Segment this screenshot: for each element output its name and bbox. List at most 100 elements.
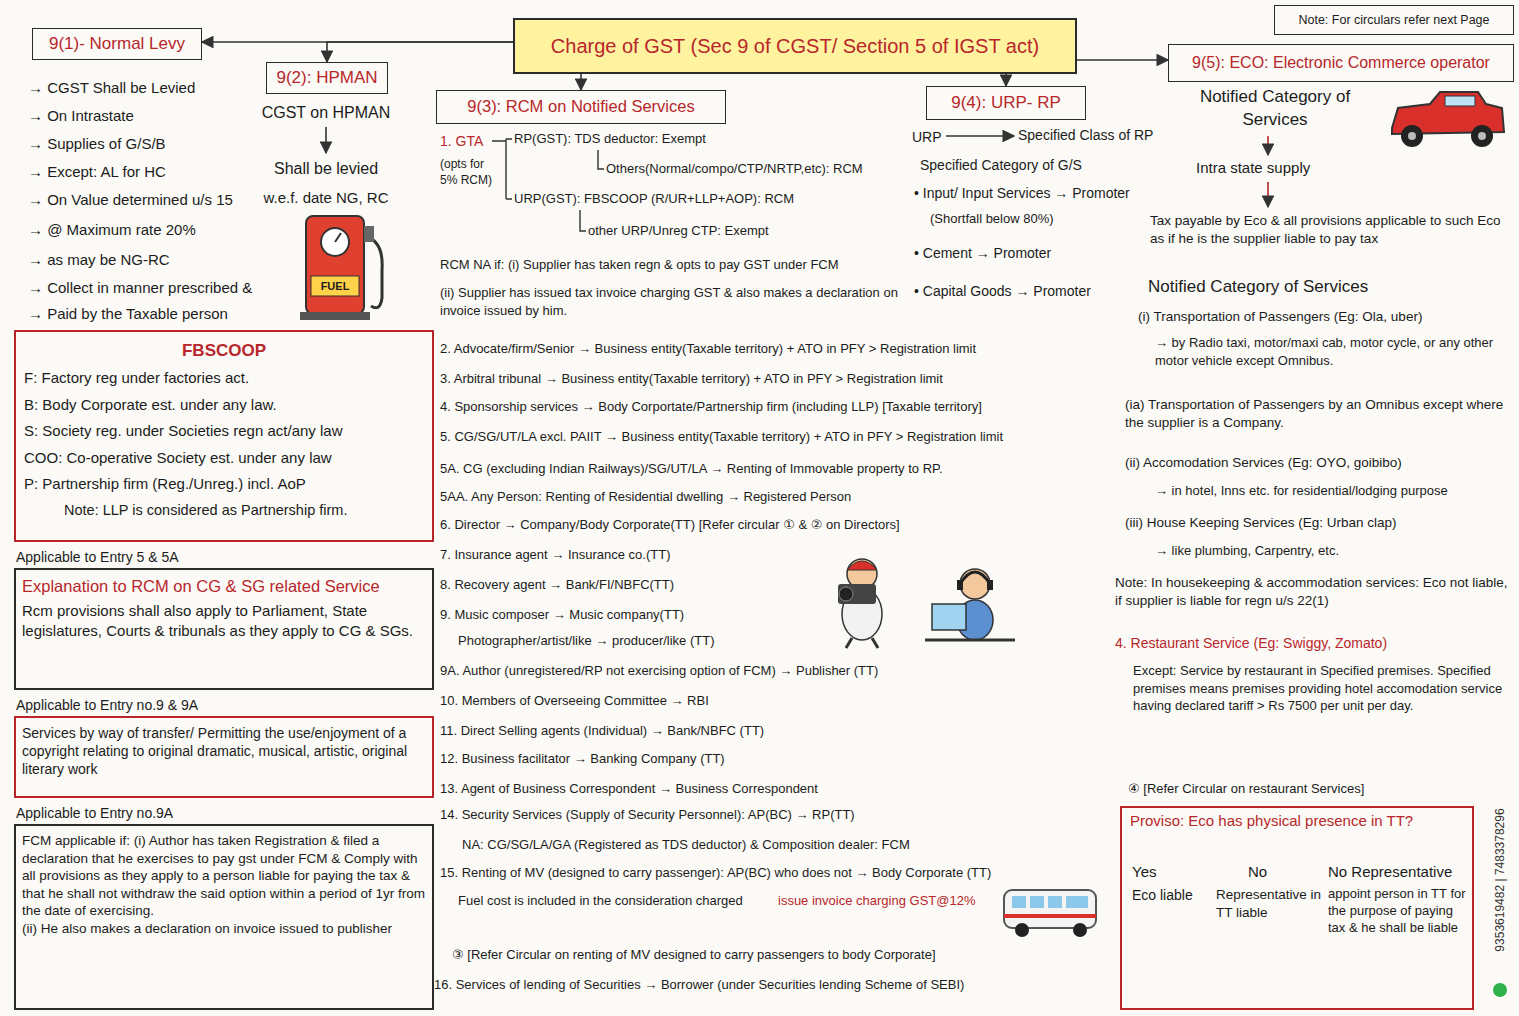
urp-arrow-part	[946, 135, 1014, 137]
connector	[580, 74, 582, 90]
levy-point: → On Value determined u/s 15	[28, 190, 243, 210]
proviso-box: Proviso: Eco has physical presence in TT…	[1120, 806, 1474, 1010]
eco-item: (ia) Transportation of Passengers by an …	[1125, 396, 1512, 432]
agent-illustration-part	[925, 639, 1015, 642]
urp-text: Specified Class of RP	[1018, 126, 1183, 145]
eco-item: (i) Transportation of Passengers (Eg: Ol…	[1138, 308, 1512, 326]
rcm-entry: 15. Renting of MV (designed to carry pas…	[440, 864, 1108, 882]
rcm-entry: 9. Music composer → Music company(TT)	[440, 606, 820, 624]
agent-illustration-part	[838, 584, 876, 604]
box-heading: 9(3): RCM on Notified Services	[467, 96, 694, 117]
rcm-entry: 8. Recovery agent → Bank/FI/NBFC(TT)	[440, 576, 820, 594]
agent-illustration-part	[987, 580, 993, 590]
section-box: 9(5): ECO: Electronic Commerce operator	[1168, 44, 1514, 82]
box-text: No Representative	[1328, 862, 1468, 882]
rcm-entry: 13. Agent of Business Correspondent → Bu…	[440, 780, 1108, 798]
car-illustration-part	[1401, 125, 1423, 147]
eco-item: → in hotel, Inns etc. for residential/lo…	[1155, 482, 1512, 500]
fuel-pump-illustration-part	[364, 236, 382, 308]
eco-item: 4. Restaurant Service (Eg: Swiggy, Zomat…	[1115, 634, 1512, 653]
rcm-entry: 16. Services of lending of Securities → …	[434, 976, 1110, 994]
levy-point: → as may be NG-RC	[28, 250, 278, 270]
fuel-pump-illustration-part	[306, 216, 364, 314]
minibus-illustration-part	[1048, 896, 1062, 908]
title-box: Charge of GST (Sec 9 of CGST/ Section 5 …	[513, 18, 1077, 74]
gta-branch: Others(Normal/compo/CTP/NRTP,etc): RCM	[606, 160, 906, 178]
eco-note: Note: In housekeeping & accommodation se…	[1115, 574, 1512, 610]
levy-point: → Paid by the Taxable person	[28, 304, 300, 324]
minibus-illustration-part	[1004, 914, 1096, 918]
eco-text: Intra state supply	[1196, 158, 1346, 178]
fuel-pump-illustration	[300, 216, 382, 320]
rcm-entry: 3. Arbitral tribunal → Business entity(T…	[440, 370, 1108, 388]
eco-arrows-part	[1267, 136, 1269, 155]
entry-note: (opts for 5% RCM)	[440, 156, 504, 188]
section-box: 9(1)- Normal Levy	[32, 28, 202, 60]
box-heading: Proviso: Eco has physical presence in TT…	[1130, 811, 1460, 831]
box-text: FCM applicable if: (i) Author has taken …	[22, 832, 426, 920]
agent-illustration	[838, 559, 1015, 648]
eco-item: Except: Service by restaurant in Specifi…	[1133, 662, 1505, 715]
connector	[1077, 59, 1168, 61]
rcm-entry: 12. Business facilitator → Banking Compa…	[440, 750, 1108, 768]
minibus-illustration-part	[1066, 896, 1088, 908]
rcm-exception: (ii) Supplier has issued tax invoice cha…	[440, 284, 902, 319]
agent-illustration-part	[846, 638, 852, 648]
rcm-note: Fuel cost is included in the considerati…	[458, 892, 758, 910]
urp-text: Specified Category of G/S	[920, 156, 1140, 175]
box-heading: 9(2): HPMAN	[276, 67, 377, 89]
rcm-entry: 2. Advocate/firm/Senior → Business entit…	[440, 340, 1108, 358]
hpman-arrow-part	[325, 127, 327, 153]
box-text: COO: Co-operative Society est. under any…	[24, 448, 424, 468]
definition-box: FBSCOOPF: Factory reg under factories ac…	[14, 330, 434, 542]
box-text: Representative in TT liable	[1216, 886, 1328, 921]
fuel-pump-illustration-part	[335, 233, 341, 242]
box-text: Explanation to RCM on CG & SG related Se…	[22, 576, 426, 597]
box-text: Yes	[1132, 862, 1192, 882]
box-heading: 9(1)- Normal Levy	[49, 33, 185, 55]
car-illustration-part	[1478, 132, 1486, 140]
box-text: Note: LLP is considered as Partnership f…	[64, 501, 424, 520]
car-illustration-part	[1445, 96, 1475, 106]
whatsapp-icon	[1493, 983, 1507, 997]
agent-illustration-part	[932, 604, 966, 630]
fuel-pump-illustration-part	[364, 226, 374, 242]
box-text: S: Society reg. under Societies regn act…	[24, 421, 424, 441]
urp-arrow	[946, 135, 1014, 137]
box-text: Services by way of transfer/ Permitting …	[22, 724, 426, 779]
minibus-illustration-part	[1030, 896, 1044, 908]
box-heading: Applicable to Entry no.9A	[16, 802, 426, 824]
box-text: No	[1248, 862, 1288, 882]
car-illustration-part	[1471, 125, 1493, 147]
box-heading: Applicable to Entry no.9 & 9A	[16, 694, 426, 716]
eco-heading: Notified Category of Services	[1148, 276, 1468, 299]
hpman-arrow	[325, 127, 327, 153]
fuel-pump-illustration-part	[311, 276, 359, 296]
gta-bracket-part	[598, 150, 604, 169]
rcm-entry: NA: CG/SG/LA/GA (Registered as TDS deduc…	[462, 836, 1102, 854]
urp-item: • Cement → Promoter	[914, 244, 1134, 263]
eco-heading: Notified Category of Services	[1190, 86, 1360, 132]
explanation-box: Applicable to Entry 5 & 5A Explanation to…	[14, 546, 434, 690]
agent-illustration-part	[872, 638, 878, 648]
box-heading: Applicable to Entry 5 & 5A	[16, 546, 426, 568]
rcm-note: issue invoice charging GST@12%	[778, 892, 978, 910]
fuel-pump-illustration-part	[321, 228, 349, 256]
box-heading: 9(5): ECO: Electronic Commerce operator	[1192, 53, 1490, 74]
levy-point: → Collect in manner prescribed &	[28, 278, 300, 298]
minibus-illustration-part	[1012, 896, 1026, 908]
box-text: Rcm provisions shall also apply to Parli…	[22, 601, 426, 640]
levy-point: → @ Maximum rate 20%	[28, 220, 278, 240]
rcm-entry: 5. CG/SG/UT/LA excl. PAIIT → Business en…	[440, 428, 1108, 446]
box-text: (ii) He also makes a declaration on invo…	[22, 920, 426, 938]
gta-bracket	[492, 139, 604, 231]
levy-point: → CGST Shall be Levied	[28, 78, 278, 98]
rcm-entry: 11. Direct Selling agents (Individual) →…	[440, 722, 1108, 740]
fuel-sign: FUEL	[311, 279, 359, 294]
fcm-box: Applicable to Entry no.9A FCM applicable …	[14, 802, 434, 1010]
note-box: Note: For circulars refer next Page	[1274, 5, 1514, 35]
connector	[327, 42, 513, 62]
section-box: 9(2): HPMAN	[266, 62, 388, 94]
box-text: F: Factory reg under factories act.	[24, 368, 424, 388]
